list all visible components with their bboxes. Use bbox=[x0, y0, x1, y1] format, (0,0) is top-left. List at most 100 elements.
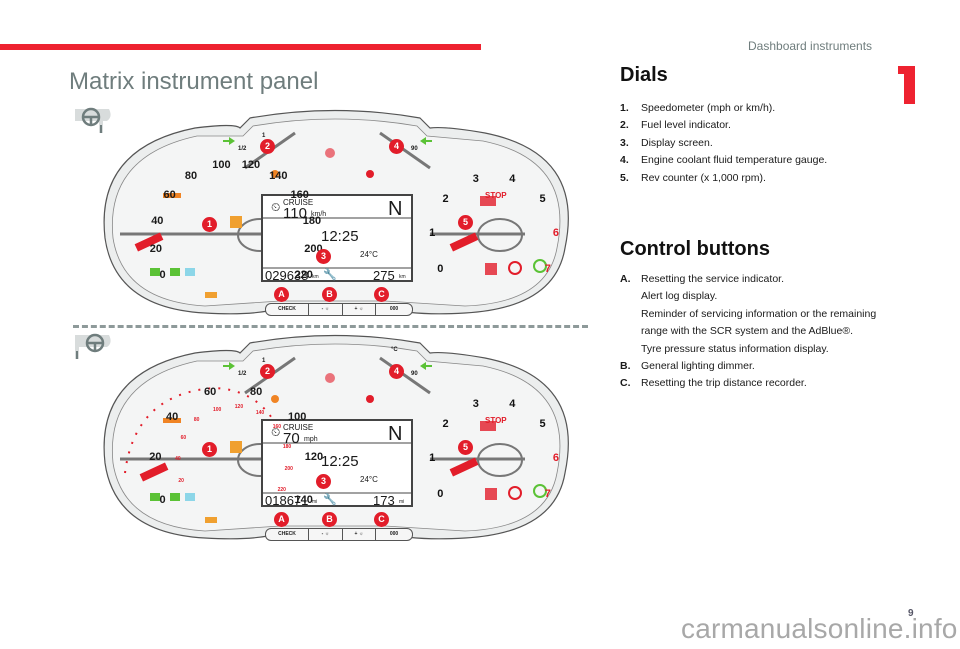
rev-tick-label: 4 bbox=[509, 397, 516, 410]
speed-inner-tick-label: 140 bbox=[255, 410, 265, 417]
rev-tick-label: 7 bbox=[544, 263, 551, 275]
speed-inner-tick-label: 220 bbox=[277, 486, 286, 493]
speed-inner-tick-label: 200 bbox=[284, 465, 293, 472]
steering-wheel-icon bbox=[73, 107, 113, 133]
wrench-icon: 🔧 bbox=[323, 494, 337, 506]
speed-tick-label: 100 bbox=[287, 410, 307, 423]
callout-1: 1 bbox=[202, 217, 217, 232]
callout-4: 4 bbox=[389, 139, 404, 154]
page-title: Matrix instrument panel bbox=[69, 68, 319, 95]
fuel-full-label: 1 bbox=[262, 133, 266, 139]
watermark: carmanualsonline.info bbox=[681, 613, 958, 644]
control-buttons-heading: Control buttons bbox=[620, 238, 770, 260]
cruise-speed-unit: mph bbox=[304, 436, 318, 443]
trip-reset-button[interactable]: 000 bbox=[375, 303, 413, 316]
gear-indicator: N bbox=[388, 198, 403, 220]
clock-time: 12:25 bbox=[321, 228, 359, 245]
speed-inner-tick-label: 80 bbox=[193, 417, 200, 424]
callout-2: 2 bbox=[260, 364, 275, 379]
rev-tick-label: 6 bbox=[552, 452, 559, 465]
callout-a: A bbox=[274, 287, 289, 302]
rev-tick-label: 2 bbox=[442, 418, 449, 431]
rev-tick-label: 6 bbox=[552, 227, 559, 240]
section-divider bbox=[73, 325, 588, 328]
rev-tick-label: 5 bbox=[539, 193, 546, 206]
cruise-speed: 70 bbox=[283, 430, 300, 447]
speedometer-icon: ⏲ bbox=[271, 425, 281, 439]
odometer-unit: mi bbox=[312, 499, 318, 505]
cruise-speed-unit: km/h bbox=[311, 211, 327, 218]
range-unit: mi bbox=[399, 499, 405, 505]
speed-inner-tick-label: 100 bbox=[213, 406, 222, 413]
dials-heading: Dials bbox=[620, 64, 668, 86]
speed-inner-tick-label: 60 bbox=[180, 434, 187, 441]
speed-tick-label: 120 bbox=[304, 451, 324, 464]
speed-tick-label: 100 bbox=[212, 159, 231, 172]
section-header: Dashboard instruments bbox=[748, 39, 873, 53]
page-number: 9 bbox=[908, 608, 914, 619]
speed-tick-label: 120 bbox=[241, 159, 261, 172]
rev-tick-label: 3 bbox=[472, 397, 479, 410]
callout-c: C bbox=[374, 512, 389, 527]
clock-time: 12:25 bbox=[321, 453, 359, 470]
outside-temperature: 24°C bbox=[360, 250, 378, 259]
chapter-number-1 bbox=[898, 66, 915, 104]
speed-inner-tick-label: 120 bbox=[234, 404, 244, 411]
trip-reset-button[interactable]: 000 bbox=[375, 528, 413, 541]
cruise-label: CRUISE bbox=[283, 198, 314, 207]
range-value: 173 bbox=[373, 493, 395, 508]
callout-5: 5 bbox=[458, 440, 473, 455]
temp-unit-label: °C bbox=[391, 347, 398, 353]
callout-2: 2 bbox=[260, 139, 275, 154]
rev-tick-label: 5 bbox=[539, 418, 546, 431]
control-item-c: C.Resetting the trip distance recorder. bbox=[620, 377, 807, 390]
speed-tick-label: 60 bbox=[204, 386, 217, 399]
speed-tick-label: 160 bbox=[290, 189, 309, 202]
wrench-icon: 🔧 bbox=[323, 269, 337, 281]
speed-tick-label: 60 bbox=[163, 189, 176, 202]
rev-tick-label: 1 bbox=[429, 227, 436, 240]
dimmer-minus-button[interactable]: - ☼ bbox=[308, 303, 343, 316]
callout-a: A bbox=[274, 512, 289, 527]
speed-tick-label: 80 bbox=[249, 386, 263, 399]
rev-tick-label: 0 bbox=[437, 488, 444, 500]
dials-item: 1.Speedometer (mph or km/h). bbox=[620, 102, 776, 114]
control-item-b: B.General lighting dimmer. bbox=[620, 360, 755, 373]
instrument-panel-km bbox=[85, 108, 590, 323]
rev-tick-label: 4 bbox=[509, 172, 516, 185]
fuel-full-label: 1 bbox=[262, 358, 266, 364]
odometer: 018671 bbox=[265, 493, 309, 508]
check-button[interactable]: CHECK bbox=[265, 528, 309, 541]
cruise-speed: 110 bbox=[283, 205, 307, 222]
speed-tick-label: 180 bbox=[302, 214, 322, 227]
callout-3: 3 bbox=[316, 474, 331, 489]
temp-90-label: 90 bbox=[411, 146, 418, 152]
dimmer-minus-button[interactable]: - ☼ bbox=[308, 528, 343, 541]
rev-tick-label: 7 bbox=[544, 488, 551, 500]
rev-tick-label: 3 bbox=[472, 172, 479, 185]
speedometer-icon: ⏲ bbox=[271, 200, 281, 214]
panel-km-graphic bbox=[103, 109, 569, 315]
speed-tick-label: 220 bbox=[294, 269, 313, 282]
speed-tick-label: 0 bbox=[159, 269, 166, 282]
dimmer-plus-button[interactable]: + ☼ bbox=[342, 528, 376, 541]
speed-tick-label: 20 bbox=[149, 451, 162, 464]
dials-item: 5.Rev counter (x 1,000 rpm). bbox=[620, 171, 766, 184]
speed-tick-label: 80 bbox=[184, 169, 198, 182]
fuel-half-label: 1/2 bbox=[238, 146, 247, 152]
control-item-a: A. Resetting the service indicator. Aler… bbox=[620, 273, 877, 355]
stop-warning-label: STOP bbox=[485, 191, 507, 200]
callout-c: C bbox=[374, 287, 389, 302]
speed-inner-tick-label: 40 bbox=[175, 456, 181, 463]
dials-item: 2.Fuel level indicator. bbox=[620, 119, 731, 132]
check-button[interactable]: CHECK bbox=[265, 303, 309, 316]
rev-tick-label: 0 bbox=[437, 263, 444, 275]
rev-tick-label: 2 bbox=[442, 193, 449, 206]
callout-3: 3 bbox=[316, 249, 331, 264]
callout-1: 1 bbox=[202, 442, 217, 457]
dimmer-plus-button[interactable]: + ☼ bbox=[342, 303, 376, 316]
gear-indicator: N bbox=[388, 423, 403, 445]
steering-wheel-icon bbox=[73, 333, 113, 359]
header-accent-bar bbox=[0, 44, 481, 50]
odometer-unit: km bbox=[312, 274, 319, 280]
